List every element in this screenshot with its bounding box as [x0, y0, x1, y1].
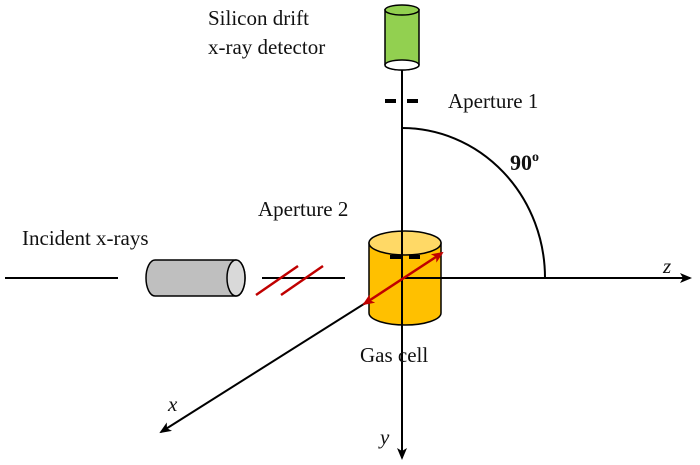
- angle-arc: [401, 127, 546, 279]
- incident-xrays-label: Incident x-rays: [22, 226, 149, 250]
- collimator-tube: [145, 259, 246, 297]
- x-axis-label: x: [167, 392, 178, 416]
- angle-value: 90: [510, 150, 532, 175]
- polarization-arrow: [362, 251, 444, 306]
- detector-label-line2: x-ray detector: [208, 35, 325, 59]
- aperture-2-marks: [255, 264, 324, 297]
- detector-label-line1: Silicon drift: [208, 6, 309, 30]
- gas-cell-label: Gas cell: [360, 343, 428, 367]
- detector: [384, 4, 420, 71]
- aperture-2-label: Aperture 2: [258, 197, 348, 221]
- z-axis-label: z: [662, 254, 671, 278]
- angle-degree-mark: o: [532, 150, 539, 165]
- angle-label: 90o: [510, 150, 539, 175]
- aperture-1-label: Aperture 1: [448, 89, 538, 113]
- y-axis-label: y: [378, 425, 390, 449]
